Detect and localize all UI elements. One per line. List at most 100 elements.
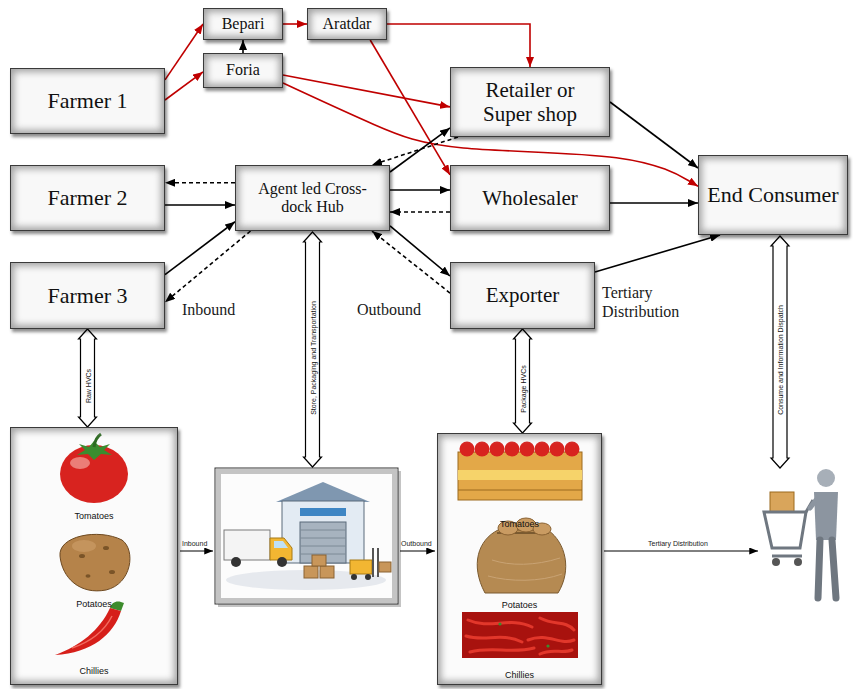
cart-parcel: [770, 492, 794, 512]
crate-tomato: [520, 442, 535, 457]
item-caption: Chillies: [438, 670, 601, 681]
tomato-crate: [458, 452, 582, 500]
process-box: Farmer 1: [10, 68, 165, 134]
flow-arrow: [370, 40, 450, 175]
box-label: Aratdar: [323, 15, 372, 33]
potato-eye: [109, 570, 115, 574]
flow-arrow: [283, 23, 307, 25]
flow-arrow: [610, 202, 698, 204]
crate-tomato: [460, 442, 475, 457]
flow-arrow: [372, 137, 458, 165]
flow-arrow: [165, 24, 203, 80]
block-arrow: [514, 329, 532, 433]
cart-basket: [764, 512, 806, 548]
flow-arrow: [165, 231, 251, 302]
chilli-strands: [466, 618, 574, 654]
crate-tomato: [565, 442, 580, 457]
truck-cargo: [224, 530, 270, 560]
cart-wheel: [794, 558, 802, 566]
potato-eye: [103, 546, 109, 550]
flow-arrow: [387, 24, 530, 67]
sack-weave: [488, 558, 562, 580]
flow-arrow: [595, 235, 720, 272]
cart-base: [772, 555, 802, 558]
flow-arrow: [604, 551, 758, 552]
arrow-caption: Store, Packaging and Transportation: [309, 299, 316, 417]
warehouse-roof: [276, 482, 370, 502]
cart-wheel: [772, 558, 780, 566]
shopper-legs: [818, 540, 836, 598]
box-label: Farmer 3: [47, 283, 127, 308]
process-box: Wholesaler: [450, 165, 610, 231]
panel-ground: [10, 427, 178, 685]
process-box: Retailer or Super shop: [450, 67, 610, 137]
parcel: [304, 566, 318, 578]
process-box: Foria: [203, 53, 283, 88]
box-label: Foria: [226, 61, 260, 79]
produce-panel: TomatoesPotatoesChillies: [10, 427, 178, 685]
potato-highlight: [72, 540, 96, 552]
chilli-stem-dot: [546, 644, 549, 647]
potato-sack: [477, 530, 566, 593]
parcel: [379, 562, 391, 572]
forklift-body: [350, 560, 372, 574]
block-arrow: [79, 329, 97, 427]
flow-arrow: [372, 231, 450, 293]
flow-arrow: [165, 182, 235, 184]
item-caption: Tomatoes: [438, 519, 601, 530]
flow-arrow: [390, 128, 450, 172]
crate-tomato: [475, 442, 490, 457]
flow-arrow: [610, 102, 698, 168]
item-caption: Potatoes: [438, 600, 601, 611]
process-box: Aratdar: [307, 8, 387, 40]
truck-wheel: [277, 557, 287, 567]
arrow-caption: Consume and Information Dispatch: [777, 303, 784, 417]
forklift-wheel: [351, 574, 357, 580]
item-caption: Chillies: [11, 666, 177, 677]
flow-arrow: [390, 189, 450, 191]
warehouse-bevel: [219, 472, 395, 601]
door-slats: [300, 530, 346, 554]
shopper-arm: [810, 500, 816, 508]
crate-tomato: [535, 442, 550, 457]
edge-label: Raw HVCs: [84, 367, 91, 405]
crate-tomato: [490, 442, 505, 457]
flow-note: Tertiary Distribution: [602, 283, 702, 321]
box-label: Agent led Cross-dock Hub: [253, 180, 373, 217]
block-arrow: [304, 232, 322, 467]
truck-cab: [270, 538, 292, 560]
warehouse-building: [282, 501, 364, 563]
flow-arrow: [400, 551, 435, 552]
crate-tomato: [505, 442, 520, 457]
shopper-head: [817, 469, 835, 487]
chilli-pile: [462, 612, 578, 658]
potato-eye: [86, 574, 91, 578]
warehouse-frame: [215, 468, 398, 604]
box-label: Wholesaler: [482, 186, 578, 210]
crate-tomato: [550, 442, 565, 457]
edge-label: Package HVCs: [519, 363, 526, 414]
process-box: Farmer 2: [10, 165, 165, 231]
flow-arrow: [165, 222, 235, 275]
parcel: [312, 555, 326, 566]
process-box: Bepari: [203, 8, 283, 40]
box-label: End Consumer: [707, 182, 838, 207]
item-caption: Potatoes: [11, 599, 177, 610]
truck-wheel: [231, 557, 241, 567]
panel-ground: [437, 433, 602, 685]
tomato-stem: [94, 434, 101, 447]
process-box: End Consumer: [698, 155, 848, 235]
box-label: Retailer or Super shop: [468, 78, 593, 126]
flow-arrow: [390, 211, 450, 213]
warehouse-sign: [300, 508, 346, 516]
box-label: Farmer 2: [47, 185, 127, 210]
flow-arrow: [180, 551, 213, 552]
chilli-highlight: [72, 616, 112, 648]
process-box: Agent led Cross-dock Hub: [235, 165, 390, 231]
flow-arrow: [165, 72, 203, 100]
process-box: Exporter: [450, 262, 595, 329]
potato-icon: [60, 534, 130, 591]
block-arrow: [771, 236, 789, 468]
box-label: Bepari: [222, 15, 265, 33]
